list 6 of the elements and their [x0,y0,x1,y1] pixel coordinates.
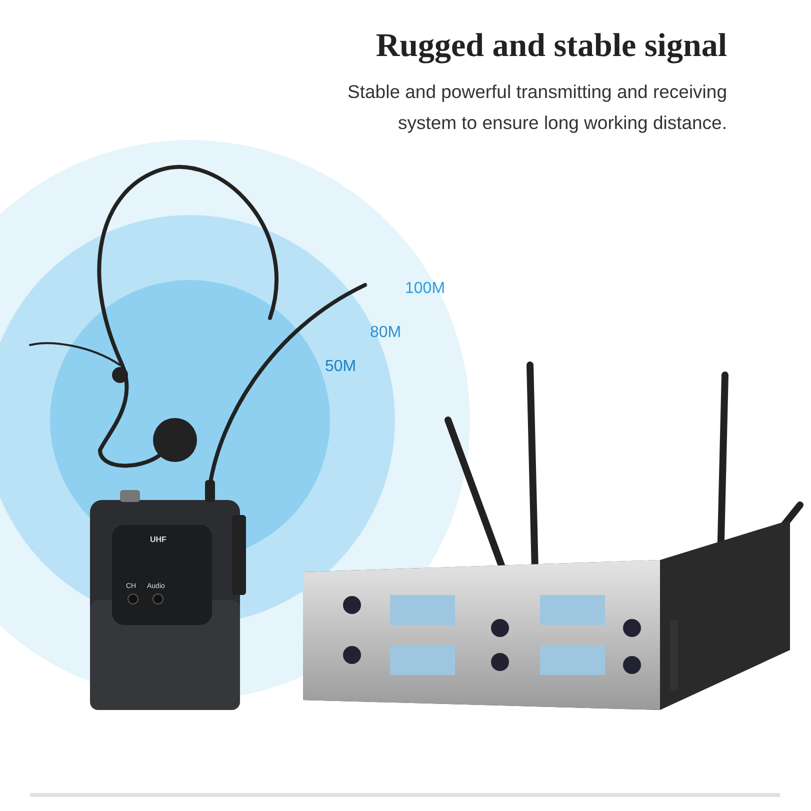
distance-label: 50M [325,358,356,376]
distance-label: 80M [370,324,402,342]
device-marking: UHF [150,535,166,544]
description-text: Stable and powerful transmitting and receiving system to ensure long working distance. [346,80,727,135]
heading: Rugged and stable signal [376,28,727,65]
distance-label: 100M [405,280,446,298]
